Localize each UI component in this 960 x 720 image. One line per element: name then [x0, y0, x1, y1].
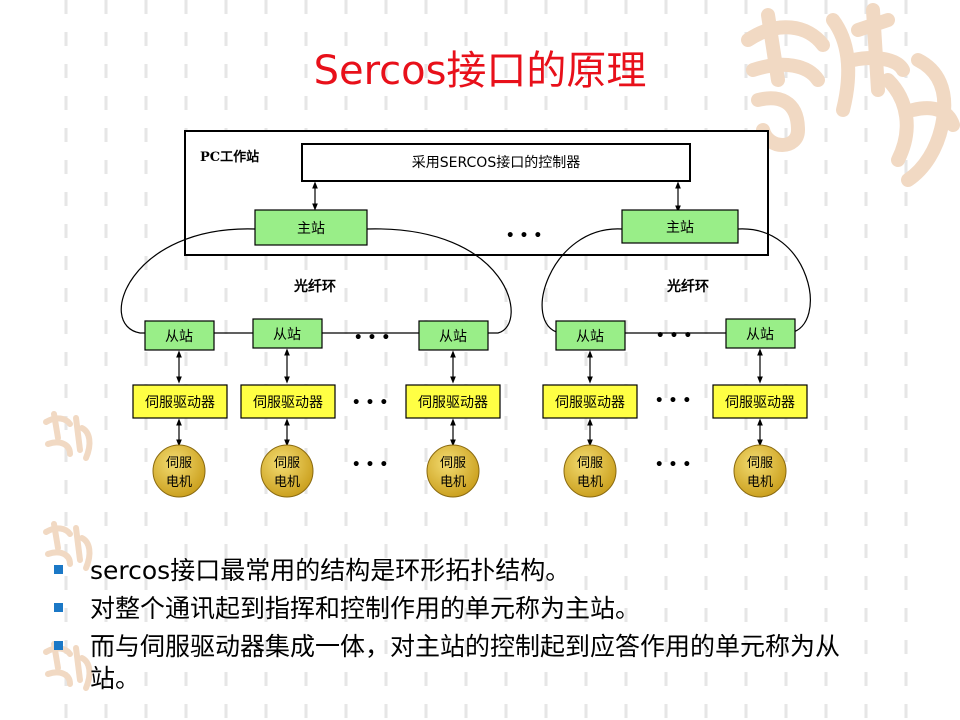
- slave-label: 从站: [439, 329, 467, 345]
- servo-motor-1: 伺服 电机: [152, 444, 206, 498]
- ellipsis-slaves-1: • • •: [354, 330, 391, 346]
- square-bullet-icon: [54, 641, 63, 650]
- ji-xiang-calligraphy-small-icon: [43, 411, 93, 461]
- motor-label: 电机: [166, 475, 192, 490]
- ellipsis-drives-2: • • •: [655, 393, 692, 409]
- servo-motor-3: 伺服 电机: [426, 444, 480, 498]
- master-station-2: [621, 209, 739, 244]
- ellipsis-motors-2: • • •: [655, 457, 692, 473]
- page-title: Sercos接口的原理: [313, 48, 647, 94]
- servo-motor-4: 伺服 电机: [563, 444, 617, 498]
- servo-drive-4: 伺服驱动器: [542, 384, 638, 419]
- square-bullet-icon: [54, 565, 63, 574]
- slave-station-3: 从站: [418, 320, 489, 351]
- ellipsis-masters: • • •: [506, 228, 543, 244]
- sercos-ring-diagram: PC工作站 采用SERCOS接口的控制器 主站 主站 • • • 光纤环 光纤环…: [120, 130, 811, 498]
- ellipsis-drives-1: • • •: [352, 395, 389, 411]
- slave-station-1: 从站: [144, 320, 215, 351]
- servo-drive-label: 伺服驱动器: [418, 395, 488, 411]
- slave-station-2: 从站: [252, 318, 323, 349]
- square-bullet-icon: [54, 603, 63, 612]
- servo-drive-label: 伺服驱动器: [145, 395, 215, 411]
- motor-label: 电机: [747, 475, 773, 490]
- servo-drive-label: 伺服驱动器: [725, 395, 795, 411]
- servo-drive-3: 伺服驱动器: [405, 384, 501, 419]
- bullet-text: 而与伺服驱动器集成一体，对主站的控制起到应答作用的单元称为从站。: [90, 632, 841, 693]
- motor-label: 电机: [577, 475, 603, 490]
- servo-motor-2: 伺服 电机: [260, 444, 314, 498]
- servo-motor-5: 伺服 电机: [733, 444, 787, 498]
- ellipsis-slaves-2: • • •: [656, 328, 693, 344]
- master-station-1-label: 主站: [297, 221, 325, 237]
- slave-label: 从站: [576, 329, 604, 345]
- fiber-ring-2-label: 光纤环: [666, 278, 709, 295]
- ellipsis-motors-1: • • •: [352, 457, 389, 473]
- servo-drive-label: 伺服驱动器: [555, 395, 625, 411]
- motor-label: 伺服: [747, 456, 773, 471]
- pc-workstation-label: PC工作站: [200, 149, 259, 165]
- master-station-1: [254, 209, 368, 246]
- controller-label: 采用SERCOS接口的控制器: [412, 154, 580, 171]
- servo-drive-5: 伺服驱动器: [712, 384, 808, 419]
- slave-station-4: 从站: [555, 320, 626, 351]
- slave-station-5: 从站: [725, 318, 796, 349]
- controller-box: [301, 143, 691, 182]
- motor-label: 电机: [440, 475, 466, 490]
- bullet-item: 而与伺服驱动器集成一体，对主站的控制起到应答作用的单元称为从站。: [52, 631, 880, 695]
- slave-label: 从站: [746, 327, 774, 343]
- bullet-item: sercos接口最常用的结构是环形拓扑结构。: [52, 555, 912, 587]
- slave-label: 从站: [165, 329, 193, 345]
- bullet-text: sercos接口最常用的结构是环形拓扑结构。: [90, 556, 571, 585]
- servo-drive-label: 伺服驱动器: [253, 395, 323, 411]
- motor-label: 伺服: [577, 456, 603, 471]
- ji-xiang-calligraphy-small-icon: [43, 521, 93, 571]
- motor-label: 伺服: [274, 456, 300, 471]
- servo-drive-2: 伺服驱动器: [240, 384, 336, 419]
- bullet-item: 对整个通讯起到指挥和控制作用的单元称为主站。: [52, 593, 912, 625]
- motor-label: 伺服: [166, 456, 192, 471]
- bullet-list: sercos接口最常用的结构是环形拓扑结构。 对整个通讯起到指挥和控制作用的单元…: [52, 555, 912, 701]
- master-station-2-label: 主站: [666, 220, 694, 236]
- servo-drive-1: 伺服驱动器: [132, 384, 228, 419]
- bullet-text: 对整个通讯起到指挥和控制作用的单元称为主站。: [90, 594, 641, 623]
- motor-label: 电机: [274, 475, 300, 490]
- ji-xiang-calligraphy-icon: [741, 3, 960, 187]
- slave-label: 从站: [273, 327, 301, 343]
- fiber-ring-2: [541, 228, 811, 334]
- motor-label: 伺服: [440, 456, 466, 471]
- fiber-ring-1-label: 光纤环: [293, 278, 336, 295]
